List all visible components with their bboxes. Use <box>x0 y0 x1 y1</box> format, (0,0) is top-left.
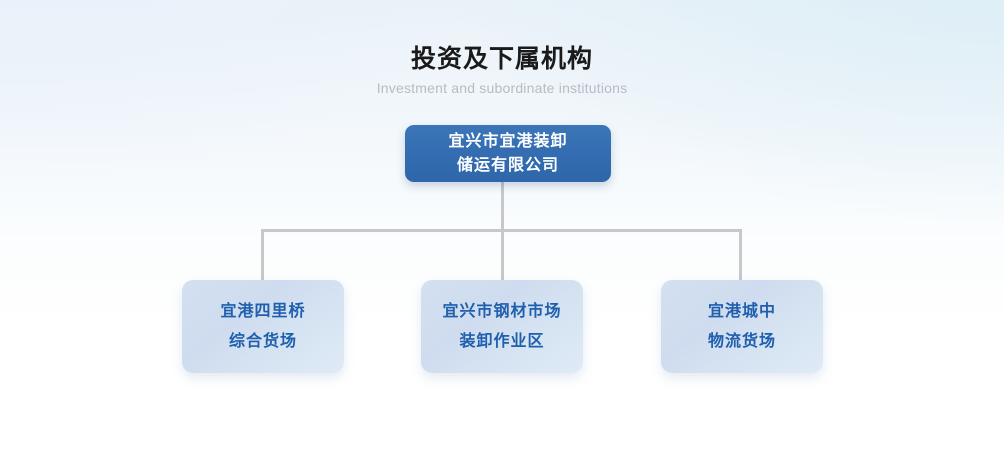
connector-drop-right <box>739 229 742 281</box>
connector-drop-left <box>261 229 264 281</box>
org-node-root[interactable]: 宜兴市宜港装卸 储运有限公司 <box>405 125 611 182</box>
org-node-root-line-2: 储运有限公司 <box>456 156 559 174</box>
page-subtitle: Investment and subordinate institutions <box>376 80 628 96</box>
org-node-child-3-line-2: 物流货场 <box>707 332 776 350</box>
org-node-child-1-line-2: 综合货场 <box>228 332 297 350</box>
org-node-root-line-1: 宜兴市宜港装卸 <box>448 132 568 150</box>
org-node-child-1[interactable]: 宜港四里桥 综合货场 <box>182 280 344 373</box>
org-node-child-2-line-2: 装卸作业区 <box>459 332 545 350</box>
connector-drop-center <box>501 229 504 281</box>
org-node-child-3-line-1: 宜港城中 <box>707 302 776 320</box>
org-node-child-1-line-1: 宜港四里桥 <box>220 302 306 320</box>
org-node-child-3[interactable]: 宜港城中 物流货场 <box>661 280 823 373</box>
org-node-child-2-line-1: 宜兴市钢材市场 <box>442 302 562 320</box>
connector-root-trunk <box>501 180 504 231</box>
page-title: 投资及下属机构 <box>410 45 593 73</box>
page-heading: 投资及下属机构 Investment and subordinate insti… <box>0 44 1004 97</box>
org-node-child-2[interactable]: 宜兴市钢材市场 装卸作业区 <box>421 280 583 373</box>
